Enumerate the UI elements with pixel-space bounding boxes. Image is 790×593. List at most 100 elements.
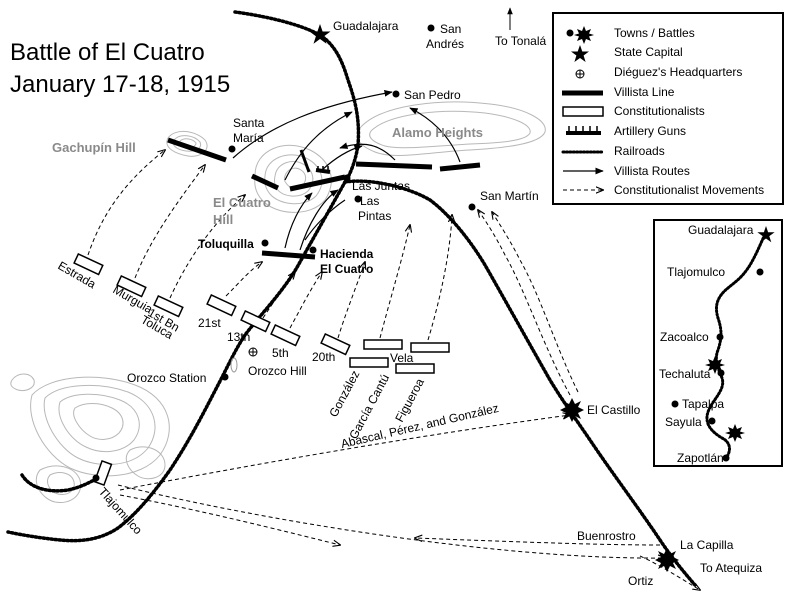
route-hacienda-north-a xyxy=(284,192,313,249)
unit-gonzalez xyxy=(349,357,389,368)
inset-dot-tapalpa xyxy=(671,400,679,408)
inset-battle-techaluta-icon xyxy=(705,356,725,374)
inset-dot-techaluta xyxy=(717,369,725,377)
move-13th xyxy=(262,272,295,319)
battle-la-capilla-icon xyxy=(655,548,679,572)
label-el-cuatro-hill-1: El Cuatro xyxy=(213,195,271,210)
move-murguia xyxy=(134,165,205,279)
label-toluquilla: Toluquilla xyxy=(198,237,254,251)
town-dot-orozco-station xyxy=(221,373,229,381)
inset-label-techaluta: Techaluta xyxy=(659,367,711,381)
label-ortiz: Ortiz xyxy=(628,574,653,588)
route-santa-maria-san-pedro xyxy=(232,90,393,159)
unit-20th xyxy=(320,332,351,356)
el-cuatro-hill-contours xyxy=(254,144,332,213)
title-line-1: Battle of El Cuatro xyxy=(10,39,205,66)
label-guadalajara: Guadalajara xyxy=(333,19,399,33)
unit-murguia xyxy=(116,274,147,298)
villista-line-el-cuatro-west xyxy=(250,173,280,191)
map-title: Battle of El Cuatro January 17-18, 1915 xyxy=(10,39,230,98)
move-vela xyxy=(379,225,410,339)
move-21st xyxy=(225,262,262,297)
legend-label-state-capital: State Capital xyxy=(614,45,683,59)
town-dot-santa-maria xyxy=(228,145,236,153)
move-castillo-north-b xyxy=(492,212,579,393)
label-hacienda-2: El Cuatro xyxy=(320,262,373,276)
route-el-cuatro-alamo xyxy=(321,144,363,171)
move-figueroa xyxy=(427,215,452,341)
move-20th xyxy=(337,262,365,339)
inset-label-guadalajara: Guadalajara xyxy=(688,223,754,237)
label-el-castillo: El Castillo xyxy=(587,403,641,417)
label-las-pintas-2: Pintas xyxy=(358,209,391,223)
route-alamo-san-pedro xyxy=(409,107,461,163)
legend-label-constitutionalist-movements: Constitutionalist Movements xyxy=(614,183,764,197)
unit-vela-2 xyxy=(410,342,450,353)
label-20th: 20th xyxy=(312,350,335,364)
villista-line-hacienda xyxy=(261,250,316,260)
label-5th: 5th xyxy=(272,346,289,360)
label-to-atequiza: To Atequiza xyxy=(700,561,762,575)
label-santa-maria-1: Santa xyxy=(233,116,265,130)
place-labels: Guadalajara San Andrés To Tonalá San Ped… xyxy=(96,19,763,588)
guadalajara-star-icon xyxy=(309,24,331,44)
legend-label-artillery: Artillery Guns xyxy=(614,124,686,138)
unit-21st xyxy=(206,293,237,317)
label-las-pintas-1: Las xyxy=(360,194,379,208)
inset-map: Guadalajara Tlajomulco Zacoalco Techalut… xyxy=(653,219,783,467)
legend-label-villista-line: Villista Line xyxy=(614,85,675,99)
label-santa-maria-2: María xyxy=(233,131,264,145)
move-tlajomulco-la-capilla xyxy=(117,484,665,558)
legend-artillery-symbol xyxy=(566,126,601,135)
battle-el-castillo-icon xyxy=(560,398,584,422)
move-castillo-north-a xyxy=(478,210,571,396)
unit-estrada xyxy=(73,252,104,276)
villista-lines xyxy=(167,137,481,260)
label-buenrostro: Buenrostro xyxy=(577,529,636,543)
legend-headquarters-symbol xyxy=(575,69,585,79)
town-dot-toluquilla xyxy=(261,239,269,247)
inset-label-tlajomulco: Tlajomulco xyxy=(667,265,725,279)
move-5th xyxy=(289,272,322,329)
inset-box xyxy=(653,219,783,467)
label-la-capilla: La Capilla xyxy=(680,538,734,552)
villista-line-alamo-east xyxy=(439,162,481,172)
railroad-east xyxy=(343,179,697,587)
legend-constitutionalist-symbol xyxy=(562,106,604,117)
unit-13th xyxy=(240,309,271,333)
unit-labels: Estrada Murguia 1st Bn Toluca 21st 13th … xyxy=(56,258,500,450)
villista-routes xyxy=(232,90,461,251)
inset-label-zacoalco: Zacoalco xyxy=(660,330,709,344)
label-alamo-heights: Alamo Heights xyxy=(392,125,483,140)
label-gonzalez: González xyxy=(326,368,362,419)
label-to-tonala: To Tonalá xyxy=(495,34,546,48)
move-estrada xyxy=(87,150,165,256)
title-line-2: January 17-18, 1915 xyxy=(10,71,230,98)
move-tlajomulco-south xyxy=(119,494,340,545)
villista-line-el-cuatro-east xyxy=(289,174,346,192)
label-hacienda-1: Hacienda xyxy=(320,247,374,261)
unit-first-bn xyxy=(153,294,184,318)
tlajomulco-hills-contours xyxy=(10,373,170,504)
inset-dot-zacoalco xyxy=(716,333,724,341)
unit-tlajomulco xyxy=(93,459,113,487)
label-las-juntas: Las Juntas xyxy=(352,179,410,193)
town-dot-san-pedro xyxy=(392,90,400,98)
villista-line-gachupin xyxy=(167,137,227,163)
inset-label-tapalpa: Tapalpa xyxy=(682,397,724,411)
inset-dot-tlajomulco xyxy=(756,268,764,276)
orozco-hill-contour xyxy=(230,357,238,373)
railroad-north xyxy=(233,10,361,184)
move-abascal xyxy=(119,415,570,491)
label-vela: Vela xyxy=(390,351,414,365)
label-el-cuatro-hill-2: Hill xyxy=(213,212,233,227)
dieguez-headquarters-icon xyxy=(248,347,258,357)
route-hacienda-north-c xyxy=(304,199,346,241)
legend-label-railroads: Railroads xyxy=(614,144,665,158)
route-el-cuatro-north xyxy=(284,111,353,181)
town-dot-las-pintas xyxy=(354,195,362,203)
route-alamo-back xyxy=(339,142,396,161)
town-dot-las-juntas xyxy=(343,174,351,182)
label-san-andres-2: Andrés xyxy=(426,37,464,51)
